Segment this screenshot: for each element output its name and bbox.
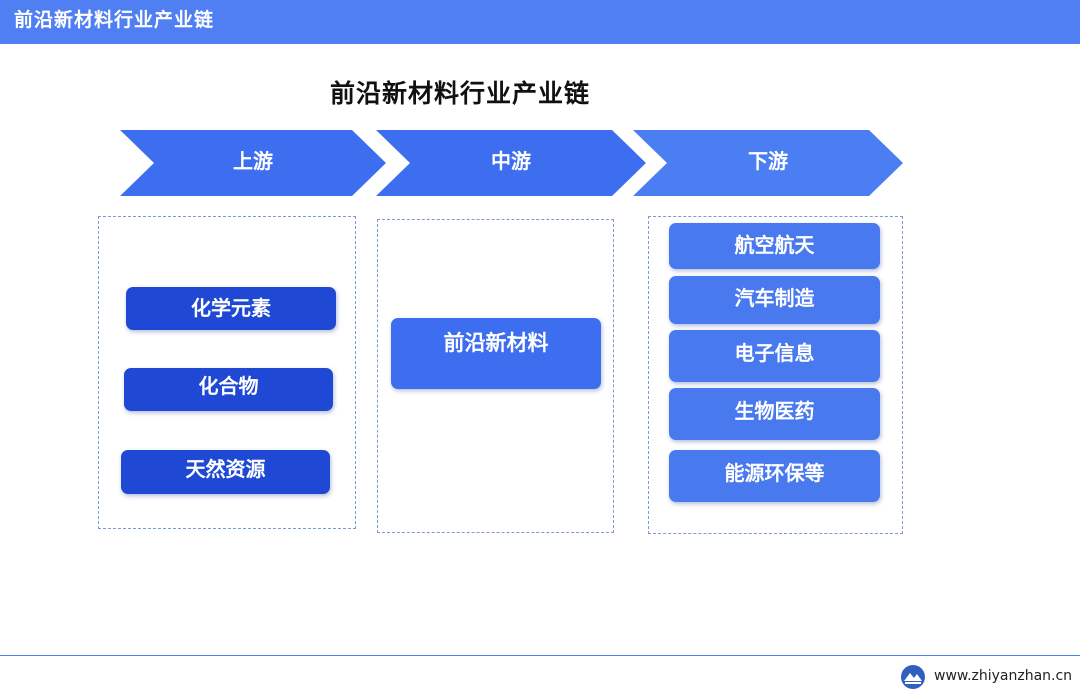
stage-label-downstream: 下游: [748, 149, 788, 173]
upstream-item-compounds: 化合物: [124, 368, 333, 411]
downstream-panel: [648, 216, 903, 534]
upstream-item-natural-resources: 天然资源: [121, 450, 330, 494]
downstream-item-electronics: 电子信息: [669, 330, 880, 382]
downstream-item-aerospace: 航空航天: [669, 223, 880, 269]
upstream-item-chemical-elements: 化学元素: [126, 287, 336, 330]
chevron-arrow-downstream: [633, 130, 903, 196]
chevron-arrow-midstream: [376, 130, 646, 196]
stage-arrow-midstream: 中游: [376, 130, 648, 196]
chevron-arrow-upstream: [120, 130, 386, 196]
downstream-item-automotive: 汽车制造: [669, 276, 880, 324]
midstream-item-frontier-materials: 前沿新材料: [391, 318, 601, 389]
upstream-panel: [98, 216, 356, 529]
zhiyan-logo-icon: [901, 665, 925, 689]
footer-url[interactable]: www.zhiyanzhan.cn: [934, 668, 1073, 684]
stage-label-midstream: 中游: [491, 149, 531, 173]
stage-arrow-upstream: 上游: [120, 130, 388, 196]
diagram-title: 前沿新材料行业产业链: [330, 79, 591, 108]
header-title: 前沿新材料行业产业链: [14, 9, 215, 31]
downstream-item-energy-environment: 能源环保等: [669, 450, 880, 502]
header-bar: 前沿新材料行业产业链: [0, 0, 1080, 44]
midstream-panel: [377, 219, 614, 533]
stage-arrow-downstream: 下游: [633, 130, 905, 196]
footer-divider: [0, 655, 1080, 656]
stage-label-upstream: 上游: [233, 149, 273, 173]
downstream-item-biomedicine: 生物医药: [669, 388, 880, 440]
